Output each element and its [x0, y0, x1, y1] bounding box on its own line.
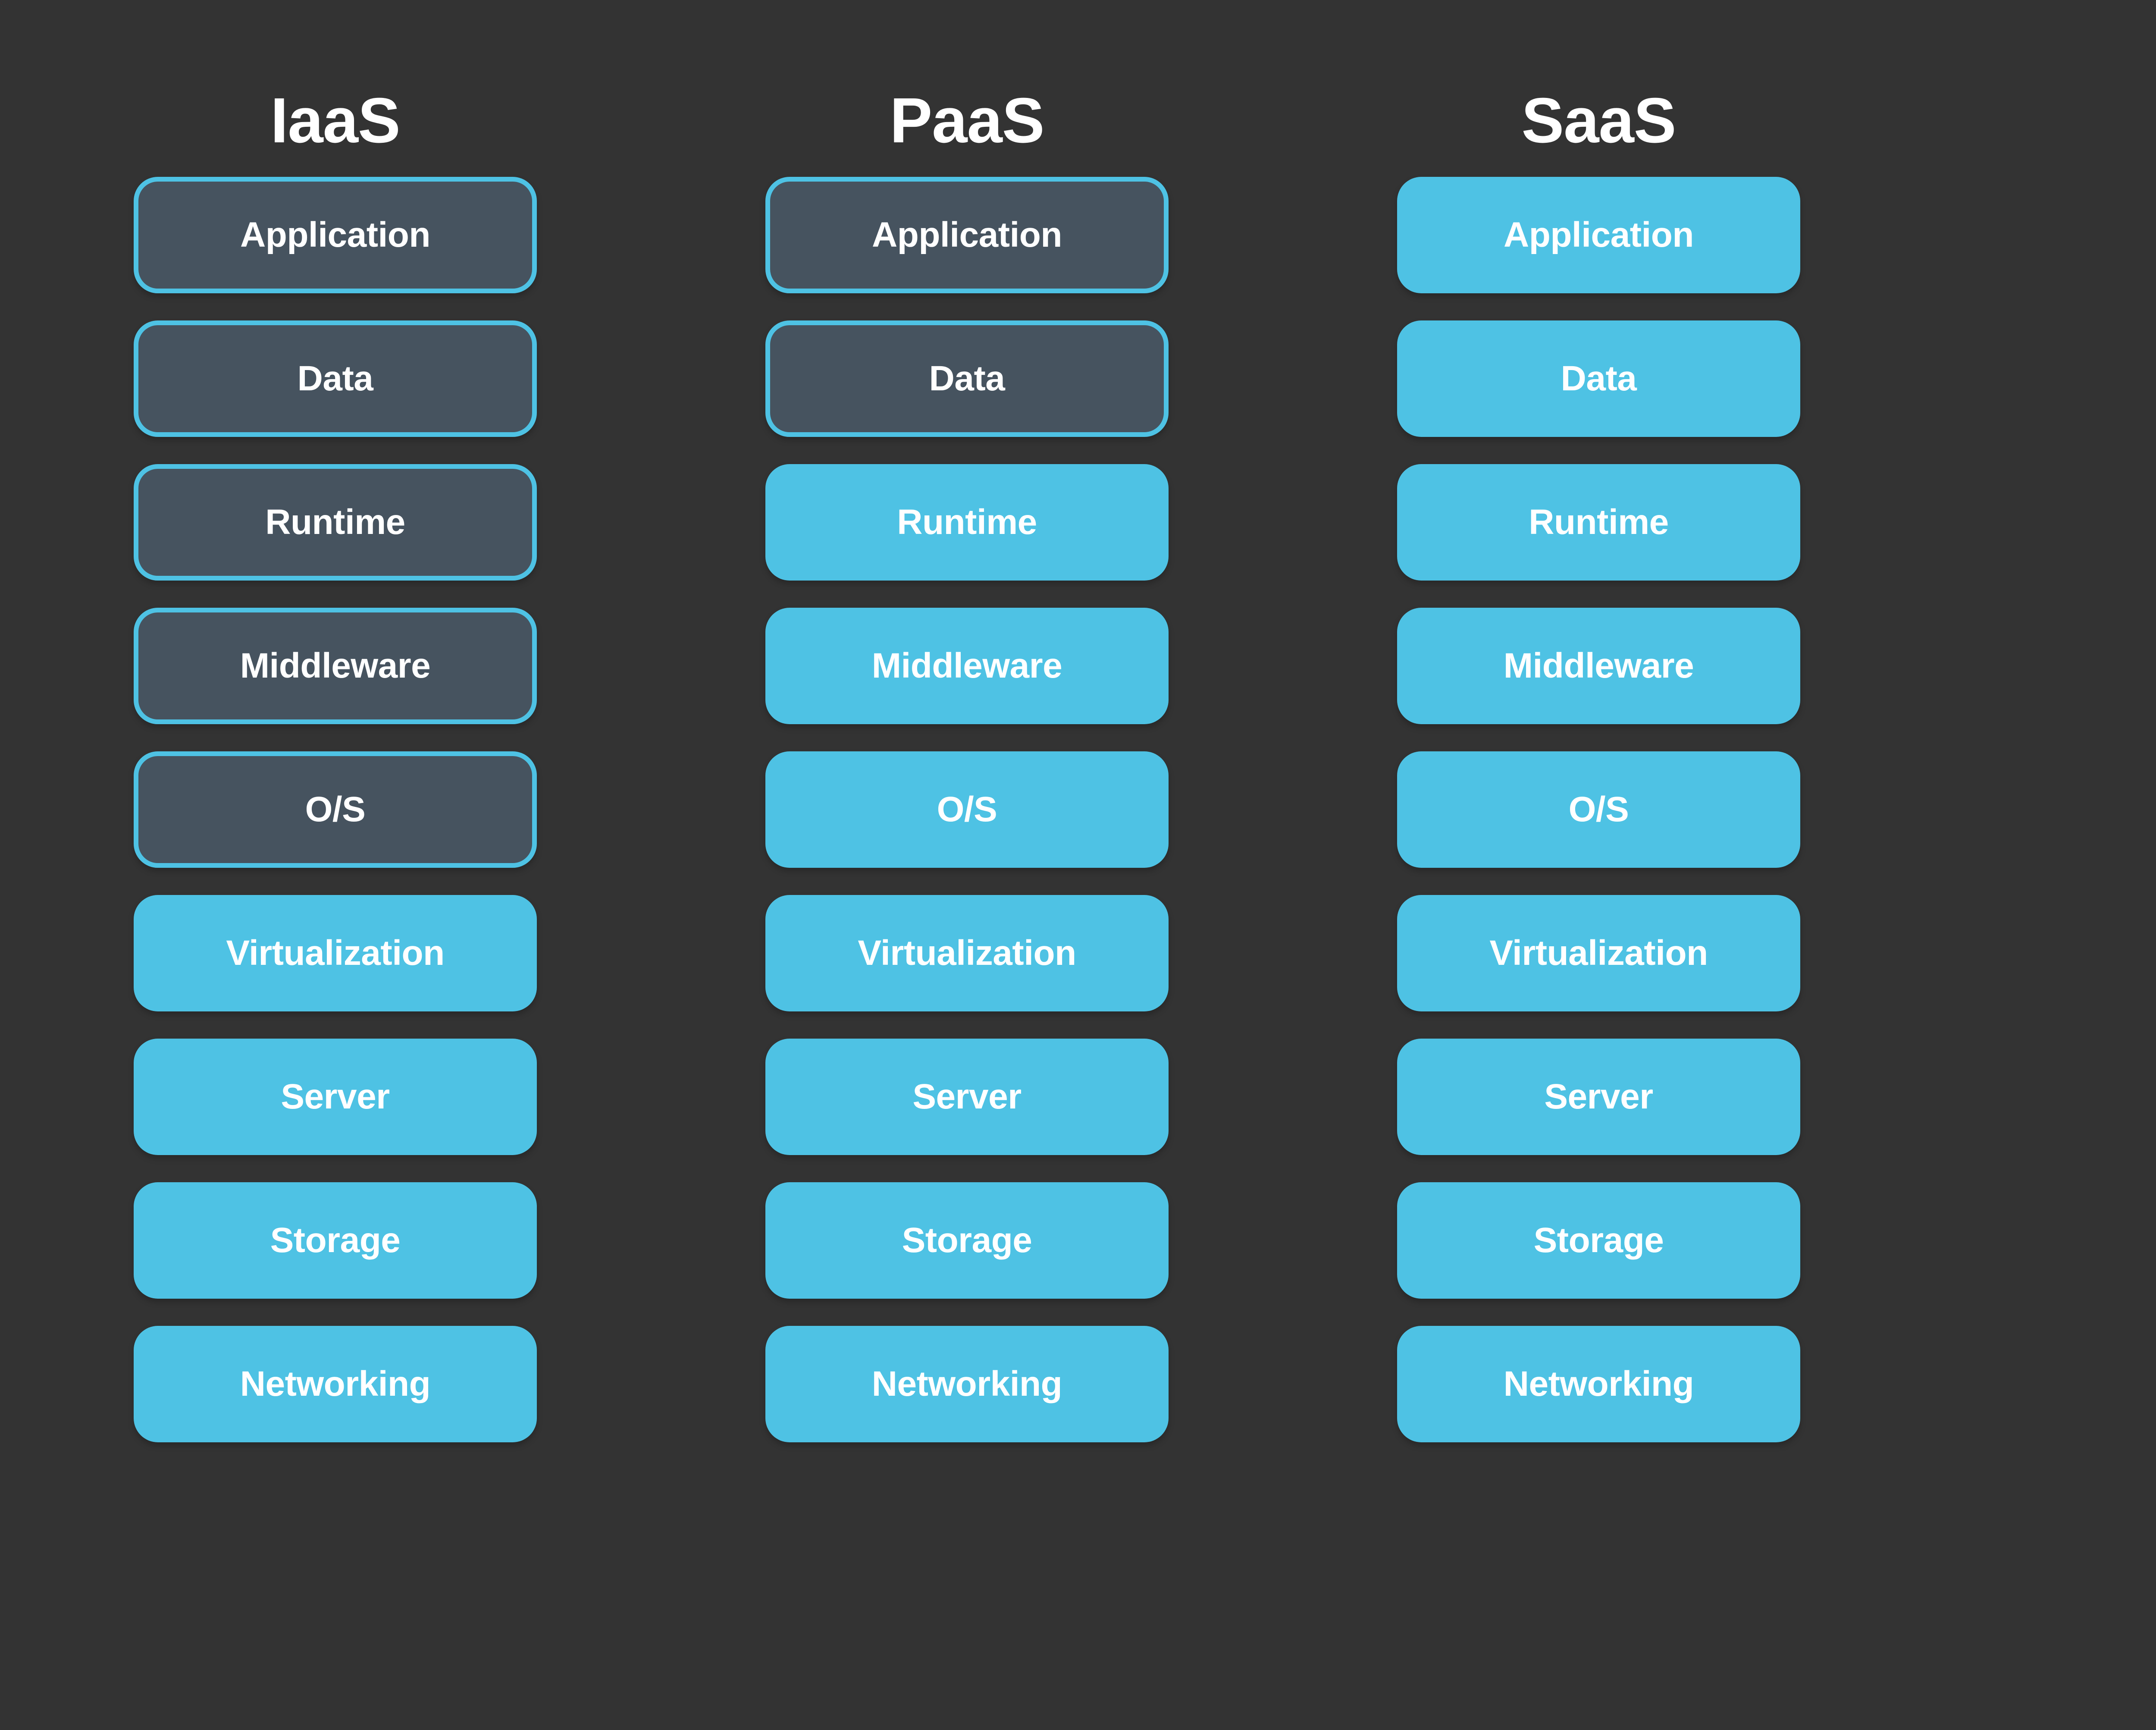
stack-layer-label: Runtime: [1529, 502, 1669, 542]
stack-layer-label: Virtualization: [858, 933, 1076, 973]
stack-layer-label: Storage: [1533, 1221, 1664, 1260]
stack-layer-label: Middleware: [1503, 646, 1694, 685]
stack-layer-label: Application: [1504, 215, 1694, 254]
stack-layer[interactable]: Middleware: [1397, 608, 1800, 724]
stack-layer-label: Middleware: [240, 646, 431, 685]
stack-layer-label: Application: [240, 215, 430, 254]
stack-layer-label: Runtime: [265, 502, 405, 542]
stack-layer[interactable]: Runtime: [134, 464, 537, 581]
stack-layer-label: Networking: [1503, 1364, 1694, 1403]
stack-layer-label: Server: [912, 1077, 1022, 1116]
stack-layer[interactable]: Application: [765, 177, 1169, 293]
stack-layer[interactable]: Storage: [134, 1182, 537, 1299]
stack-layer[interactable]: O/S: [1397, 751, 1800, 868]
stack-layer-label: O/S: [1568, 790, 1629, 829]
stack-layer[interactable]: Virtualization: [1397, 895, 1800, 1011]
stack-layer-label: Storage: [902, 1221, 1032, 1260]
stack-layer-label: Application: [872, 215, 1062, 254]
stack-layer-label: Networking: [871, 1364, 1062, 1403]
stack-layer-label: Networking: [240, 1364, 431, 1403]
stack-layer-label: Virtualization: [226, 933, 445, 973]
stack-layer-label: O/S: [937, 790, 997, 829]
stack-layer[interactable]: O/S: [134, 751, 537, 868]
stack-layer[interactable]: O/S: [765, 751, 1169, 868]
stack-layer-label: O/S: [305, 790, 366, 829]
stack-layer[interactable]: Storage: [765, 1182, 1169, 1299]
stack-layer[interactable]: Storage: [1397, 1182, 1800, 1299]
stack-layer[interactable]: Runtime: [765, 464, 1169, 581]
stack-layer[interactable]: Networking: [1397, 1326, 1800, 1442]
stack-layer[interactable]: Server: [1397, 1039, 1800, 1155]
stack-layer-label: Data: [929, 359, 1005, 398]
stack-layer[interactable]: Virtualization: [765, 895, 1169, 1011]
stack-layer[interactable]: Networking: [765, 1326, 1169, 1442]
stack-layer[interactable]: Application: [1397, 177, 1800, 293]
stack-layer-label: Server: [1544, 1077, 1653, 1116]
stack-layer[interactable]: Data: [1397, 320, 1800, 437]
stack-layer[interactable]: Virtualization: [134, 895, 537, 1011]
stack-layer-label: Storage: [270, 1221, 401, 1260]
column-title: IaaS: [270, 85, 400, 156]
stack-layer[interactable]: Application: [134, 177, 537, 293]
column-title: PaaS: [890, 85, 1044, 156]
stack-layer-label: Runtime: [897, 502, 1037, 542]
stack-layer-label: Server: [281, 1077, 390, 1116]
stack-layer-label: Middleware: [871, 646, 1062, 685]
column-title: SaaS: [1521, 85, 1676, 156]
stack-layer-label: Data: [1561, 359, 1637, 398]
stack-layer[interactable]: Data: [134, 320, 537, 437]
stack-layer[interactable]: Middleware: [134, 608, 537, 724]
stack-layer[interactable]: Server: [134, 1039, 537, 1155]
stack-layer-label: Data: [297, 359, 373, 398]
stack-layer[interactable]: Data: [765, 320, 1169, 437]
stack-layer[interactable]: Runtime: [1397, 464, 1800, 581]
stack-layer-label: Virtualization: [1489, 933, 1708, 973]
stack-layer[interactable]: Networking: [134, 1326, 537, 1442]
stack-layer[interactable]: Server: [765, 1039, 1169, 1155]
stack-layer[interactable]: Middleware: [765, 608, 1169, 724]
